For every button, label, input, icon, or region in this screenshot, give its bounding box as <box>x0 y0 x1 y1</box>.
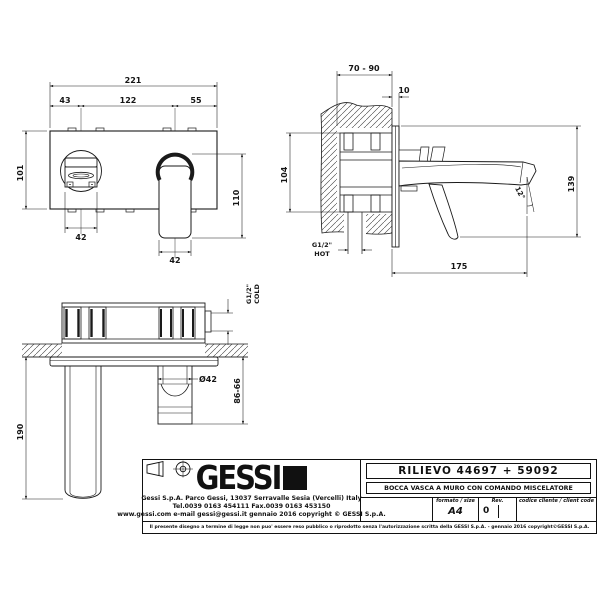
title-block-drawing-info: RILIEVO 44697 + 59092 BOCCA VASCA A MURO… <box>146 460 596 521</box>
inwall-body <box>339 132 393 254</box>
drawing-subtitle: BOCCA VASCA A MURO CON COMANDO MISCELATO… <box>366 482 591 494</box>
dim-plate-height: 101 <box>16 164 25 181</box>
escutcheon-top <box>49 356 219 367</box>
dim-spout-width: 42 <box>75 233 86 242</box>
revision-label: Rev. <box>491 498 504 504</box>
revision-value: 0 <box>479 505 500 518</box>
drawing-title: RILIEVO 44697 + 59092 <box>366 463 591 479</box>
dim-plate-depth: 10 <box>398 86 410 95</box>
projection-symbol <box>146 460 433 521</box>
lever-side <box>428 183 459 240</box>
dim-spout-reach: 175 <box>451 262 468 271</box>
dim-center-span: 122 <box>120 96 137 105</box>
gessi-logo-text: GESSI <box>195 458 283 498</box>
dim-spout-offset: 43 <box>59 96 70 105</box>
top-dimensions <box>22 299 248 500</box>
dim-handle-offset: 55 <box>190 96 202 105</box>
spout-front <box>60 150 102 192</box>
inwall-body-top <box>61 302 212 344</box>
dim-spout-diameter: Ø42 <box>199 374 217 384</box>
dim-body-height: 104 <box>280 166 289 183</box>
dim-spout-angle: 12° <box>513 185 526 200</box>
format-label: formato / size <box>436 498 475 504</box>
gessi-logo: GESSI <box>195 458 308 498</box>
legal-disclaimer: Il presente disegno a termine di legge n… <box>142 521 597 534</box>
dim-handle-width: 42 <box>169 256 180 265</box>
front-dimensions <box>22 82 246 256</box>
legal-disclaimer-text: Il presente disegno a termine di legge n… <box>149 525 590 530</box>
flow-angle <box>526 176 535 214</box>
side-dimensions <box>286 71 581 277</box>
company-phone: Tel.0039 0163 454111 Fax.0039 0163 45315… <box>172 503 331 510</box>
title-block: GESSI Gessi S.p.A. Parco Gessi, 13037 Se… <box>117 458 597 522</box>
cold-inlet-label: COLD <box>253 283 261 303</box>
hot-inlet-size: G1/2" <box>312 241 332 249</box>
dim-reach-range: 86-66 <box>233 378 242 404</box>
dim-recess-depth: 70 - 90 <box>348 64 380 73</box>
client-code-label: codice cliente / client code <box>518 498 595 504</box>
hot-inlet-label: HOT <box>314 250 330 258</box>
dim-handle-height: 110 <box>232 189 241 206</box>
first-angle-projection-icon <box>146 460 193 478</box>
side-view: 70 - 90 10 104 139 175 12° G1/2" HOT <box>280 64 581 277</box>
front-view: 221 43 122 55 101 110 42 42 <box>16 76 246 265</box>
title-block-company: GESSI Gessi S.p.A. Parco Gessi, 13037 Se… <box>117 458 386 521</box>
gessi-logo-square-icon <box>283 466 308 490</box>
dim-overall-height: 139 <box>567 175 576 192</box>
title-block-bottom-row: formato / size A4 Rev. 0 codice cliente … <box>146 460 596 521</box>
cold-inlet-size: G1/2" <box>245 284 253 304</box>
format-value: A4 <box>448 506 463 517</box>
company-web: www.gessi.com e-mail gessi@gessi.it genn… <box>117 511 386 518</box>
escutcheon-side <box>391 125 400 248</box>
wall-top <box>22 343 248 358</box>
company-address: Gessi S.p.A. Parco Gessi, 13037 Serraval… <box>141 495 362 502</box>
handle-top <box>64 366 102 499</box>
dim-total-width: 221 <box>125 76 142 85</box>
top-view: 190 Ø42 86-66 G1/2" COLD <box>16 283 261 500</box>
spout-top <box>157 365 193 425</box>
spout-side <box>398 146 537 192</box>
handle-front <box>155 152 195 239</box>
dim-handle-length: 190 <box>16 423 25 440</box>
